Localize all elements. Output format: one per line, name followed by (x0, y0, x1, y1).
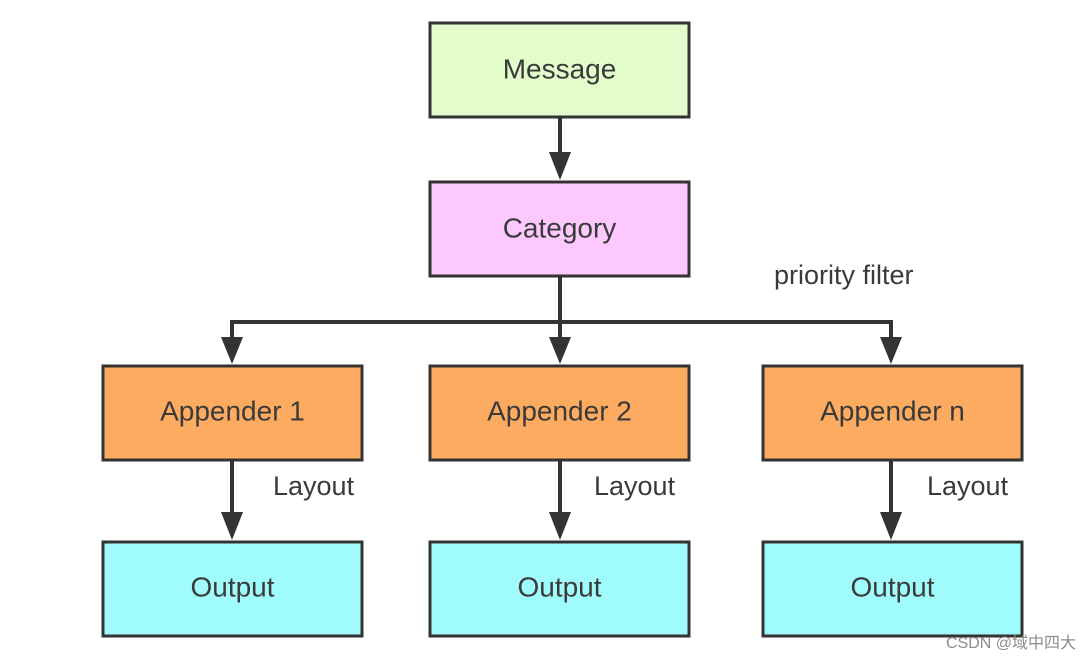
appender-n-node: Appender n (761, 364, 1024, 462)
edge-category-to-appender-2 (549, 320, 571, 364)
layout-label-2: Layout (594, 471, 676, 501)
output-2-node: Output (428, 540, 691, 638)
appender-n-box (761, 364, 1024, 462)
layout-label-3: Layout (927, 471, 1009, 501)
output-3-box (761, 540, 1024, 638)
category-box (428, 180, 691, 278)
csdn-watermark: CSDN @域中四大 (946, 634, 1076, 652)
edge-message-to-category (549, 118, 571, 180)
message-node: Message (428, 21, 691, 119)
output-1-node: Output (101, 540, 364, 638)
edge-appender-2-to-output (549, 461, 571, 540)
output-2-label: Output (517, 571, 601, 602)
edge-category-to-appender-1 (221, 320, 243, 364)
appender-2-label: Appender 2 (487, 395, 632, 426)
output-1-label: Output (190, 571, 274, 602)
output-3-node: Output (761, 540, 1024, 638)
output-1-box (101, 540, 364, 638)
appender-n-label: Appender n (820, 395, 965, 426)
message-box (428, 21, 691, 119)
layout-label-1: Layout (273, 471, 355, 501)
edge-appender-n-to-output (880, 461, 902, 540)
message-label: Message (503, 53, 617, 84)
appender-1-box (101, 364, 364, 462)
priority-filter-label: priority filter (774, 260, 914, 290)
edge-appender-1-to-output (221, 461, 243, 540)
appender-1-label: Appender 1 (160, 395, 305, 426)
category-label: Category (503, 212, 617, 243)
appender-2-box (428, 364, 691, 462)
appender-1-node: Appender 1 (101, 364, 364, 462)
edge-category-to-appender-n (880, 320, 902, 364)
output-2-box (428, 540, 691, 638)
appender-2-node: Appender 2 (428, 364, 691, 462)
category-node: Category (428, 180, 691, 278)
output-3-label: Output (850, 571, 934, 602)
